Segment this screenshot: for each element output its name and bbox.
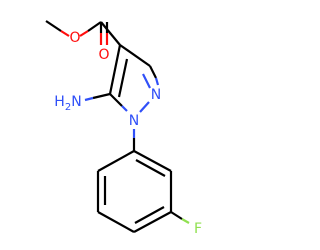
atom-n2: N (151, 87, 161, 103)
bond-c5-amino (92, 92, 111, 100)
bond-o-carbonyl-red (79, 30, 89, 37)
bond-c-f (170, 211, 183, 220)
bond-c5-n1 (109, 93, 123, 107)
bond-methyl-o (45, 20, 62, 32)
bond-c5-amino-blue (84, 96, 94, 102)
bond-c3-n2-black (149, 65, 157, 79)
atom-fluorine: F (194, 221, 202, 237)
bond-carbonyl-c4 (100, 21, 121, 46)
bond-ph-6-1 (97, 150, 135, 172)
bond-c3-n2-blue (154, 77, 160, 86)
atom-o-carbonyl: O (98, 47, 109, 63)
bond-c4-c5-inner (117, 58, 129, 98)
bond-c-f-green (181, 218, 190, 224)
bond-methyl-o-red (60, 30, 70, 37)
bond-ph-1-2 (133, 150, 172, 172)
structure-canvas: O O N N H2N F (45, 20, 202, 237)
bond-ph-3-4 (133, 211, 172, 233)
bond-ph-inner-a (135, 159, 166, 177)
bond-ph-inner-b (134, 206, 165, 224)
bond-ph-4-5 (97, 211, 135, 233)
bond-c4-c5 (108, 44, 122, 95)
atom-n1: N (129, 113, 139, 129)
bond-c4-c3 (119, 44, 151, 67)
bond-c5-n1-blue (121, 105, 128, 112)
molecule-structure: O O N N H2N F (45, 20, 202, 237)
atom-o-ether: O (69, 30, 80, 46)
bond-o-carbonyl (87, 21, 102, 32)
bond-n2-n1 (139, 101, 150, 113)
bond-c3-n2-inner (142, 73, 151, 89)
atom-amino: H2N (54, 94, 81, 113)
